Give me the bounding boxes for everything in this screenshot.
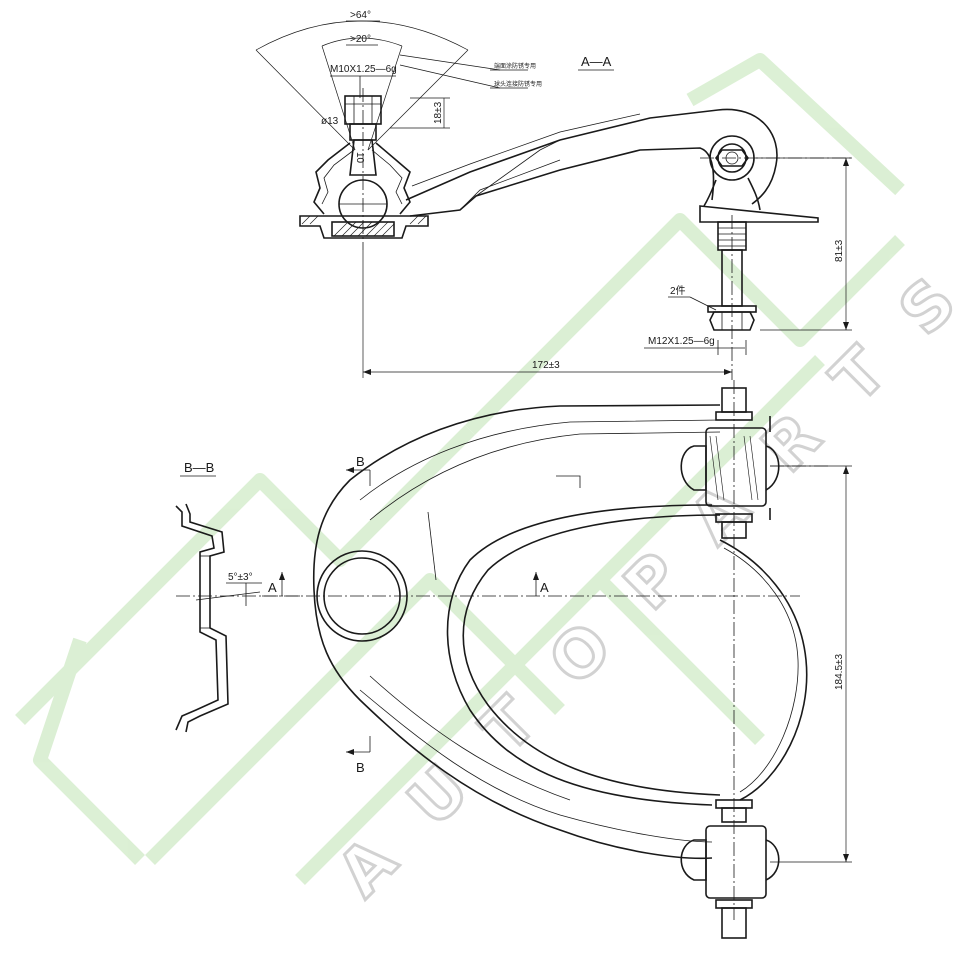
arm-outer-contour xyxy=(312,404,721,860)
lower-bolt-head xyxy=(721,807,747,823)
dim-18-label: 18±3 xyxy=(433,101,444,124)
section-marker-a-right: A xyxy=(540,580,549,595)
top-thread-label: M10X1.25—6g xyxy=(330,64,397,75)
dim-81-label: 81±3 xyxy=(834,239,845,262)
angle-outer-label: >64° xyxy=(350,10,371,21)
lower-bushing xyxy=(705,825,767,899)
upper-bushing-hatch xyxy=(709,435,759,501)
arm-lower-edge xyxy=(409,147,715,217)
angle-20-arc xyxy=(321,37,403,47)
section-aa-view: A—A >64° >20° M10X1.25—6g 端面涂防锈专用 球头连接防锈… xyxy=(255,10,852,380)
section-aa-title: A—A xyxy=(581,54,612,69)
angle-inner-label: >20° xyxy=(350,34,371,45)
plan-view: 184.5±3 B B A A xyxy=(262,380,852,939)
section-bb-profile-inner xyxy=(185,503,229,733)
upper-bushing-sleeve xyxy=(680,445,707,491)
housing-hatch xyxy=(301,215,427,237)
ball-stud xyxy=(349,139,377,176)
dia-13-label: ø13 xyxy=(321,116,339,127)
arm-inner-right-curve xyxy=(719,539,808,801)
lower-bushing-sleeve xyxy=(680,839,707,881)
bushing-nut-hex xyxy=(715,149,749,167)
watermark: AUTOPARTS xyxy=(15,53,960,913)
bracket-plate xyxy=(699,205,819,223)
dim-184-label: 184.5±3 xyxy=(834,653,845,690)
watermark-logo xyxy=(15,53,905,885)
dim-10-label: 10 xyxy=(354,152,365,164)
section-marker-a-left: A xyxy=(268,580,277,595)
dust-boot xyxy=(313,142,351,215)
ball-joint-housing xyxy=(299,215,429,239)
watermark-brand-text: AUTOPARTS xyxy=(324,228,960,911)
section-bb-profile-outer xyxy=(175,505,219,731)
note-two-pieces: 2件 xyxy=(670,285,686,297)
section-bb-angle: 5°±3° xyxy=(228,572,253,583)
note-rust-end: 端面涂防锈专用 xyxy=(494,62,536,70)
section-bb-title: B—B xyxy=(184,460,214,475)
section-marker-b-top: B xyxy=(356,454,365,469)
upper-bushing xyxy=(705,427,767,507)
bolt-nut xyxy=(709,311,755,331)
section-bb-view: B—B 5°±3° xyxy=(175,460,300,733)
section-marker-b-bottom: B xyxy=(356,760,365,775)
note-rust-ball: 球头连接防锈专用 xyxy=(494,80,542,88)
dim-172-label: 172±3 xyxy=(532,360,560,371)
bolt-thread-label: M12X1.25—6g xyxy=(648,336,715,347)
arm-inner-edge xyxy=(446,504,713,806)
arm-upper-edge xyxy=(405,108,778,205)
